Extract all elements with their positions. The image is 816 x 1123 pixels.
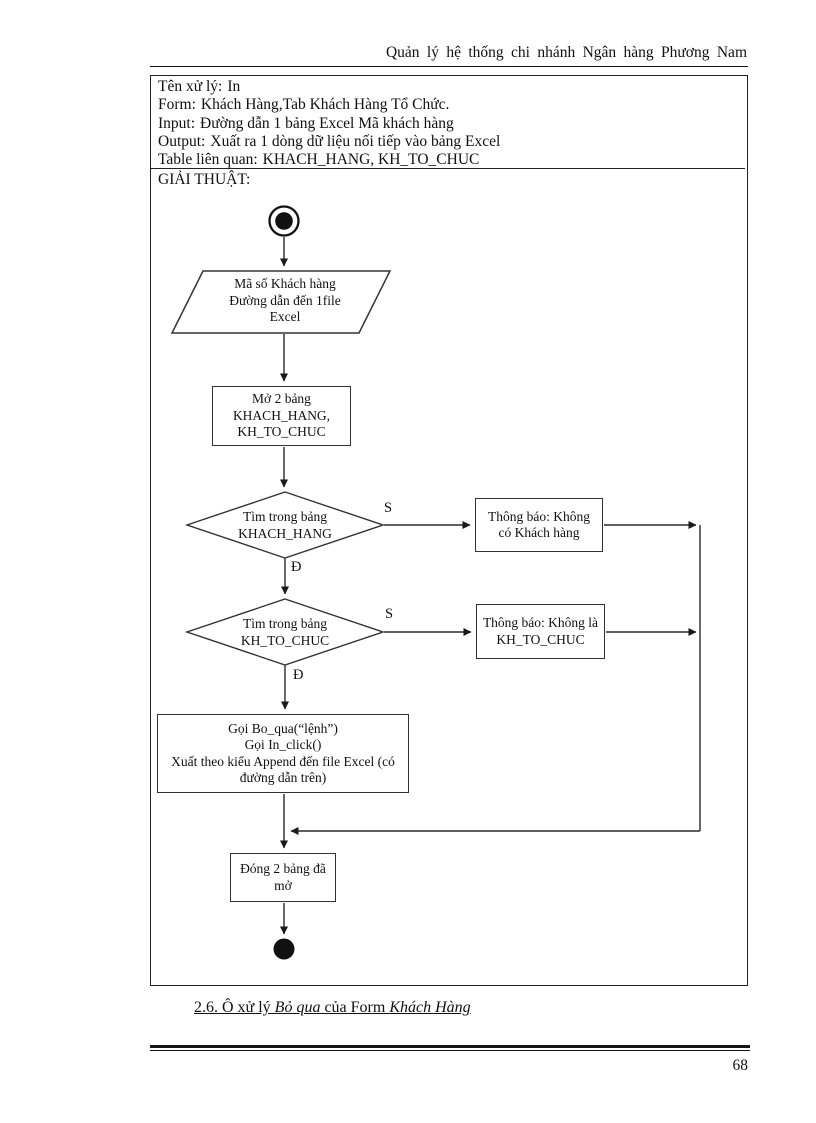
page-number: 68 <box>732 1057 749 1074</box>
message2-node: Thông báo: Không là KH_TO_CHUC <box>476 604 605 659</box>
process-node: Gọi Bo_qua(“lệnh”) Gọi In_click() Xuất t… <box>157 714 409 793</box>
figure-caption: 2.6. Ô xử lý Bỏ qua của Form Khách Hàng <box>194 999 471 1017</box>
decision1-diamond <box>184 491 386 559</box>
process-info-table: Tên xử lý:In Form:Khách Hàng,Tab Khách H… <box>158 78 740 169</box>
close-tables-node: Đóng 2 bảng đã mở <box>230 853 336 902</box>
info-row-tables: Table liên quan:KHACH_HANG, KH_TO_CHUC <box>158 151 480 169</box>
message1-node: Thông báo: Không có Khách hàng <box>475 498 603 552</box>
caption-prefix: 2.6. Ô xử lý <box>194 999 275 1016</box>
end-node-icon <box>273 938 295 960</box>
info-separator <box>151 168 745 169</box>
decision2-yes-label: S <box>385 606 394 622</box>
decision2-node: Tìm trong bảng KH_TO_CHUC <box>240 616 330 648</box>
open-tables-node: Mở 2 bảng KHACH_HANG, KH_TO_CHUC <box>212 386 351 446</box>
io-parallelogram <box>170 270 392 334</box>
info-row-form: Form:Khách Hàng,Tab Khách Hàng Tổ Chức. <box>158 96 450 114</box>
caption-italic-1: Bỏ qua <box>274 999 321 1016</box>
page-header-title: Quản lý hệ thống chi nhánh Ngân hàng Phư… <box>385 44 747 61</box>
decision1-no-label: Đ <box>291 559 302 575</box>
caption-italic-2: Khách Hàng <box>389 999 471 1016</box>
algorithm-section-label: GIẢI THUẬT: <box>158 171 251 188</box>
info-row-ten-xu-ly: Tên xử lý:In <box>158 78 241 95</box>
info-row-input: Input:Đường dẫn 1 bảng Excel Mã khách hà… <box>158 114 454 132</box>
decision2-diamond <box>184 598 386 666</box>
info-row-output: Output:Xuất ra 1 dòng dữ liệu nối tiếp v… <box>158 132 501 150</box>
footer-rule <box>150 1045 750 1051</box>
caption-middle: của Form <box>320 999 390 1016</box>
decision1-node: Tìm trong bảng KHACH_HANG <box>238 509 332 541</box>
header-rule <box>150 66 748 67</box>
start-node-core-icon <box>275 212 293 230</box>
decision2-no-label: Đ <box>293 667 304 683</box>
io-node: Mã số Khách hàng Đường dẫn đến 1file Exc… <box>229 276 341 324</box>
decision1-yes-label: S <box>384 500 393 516</box>
